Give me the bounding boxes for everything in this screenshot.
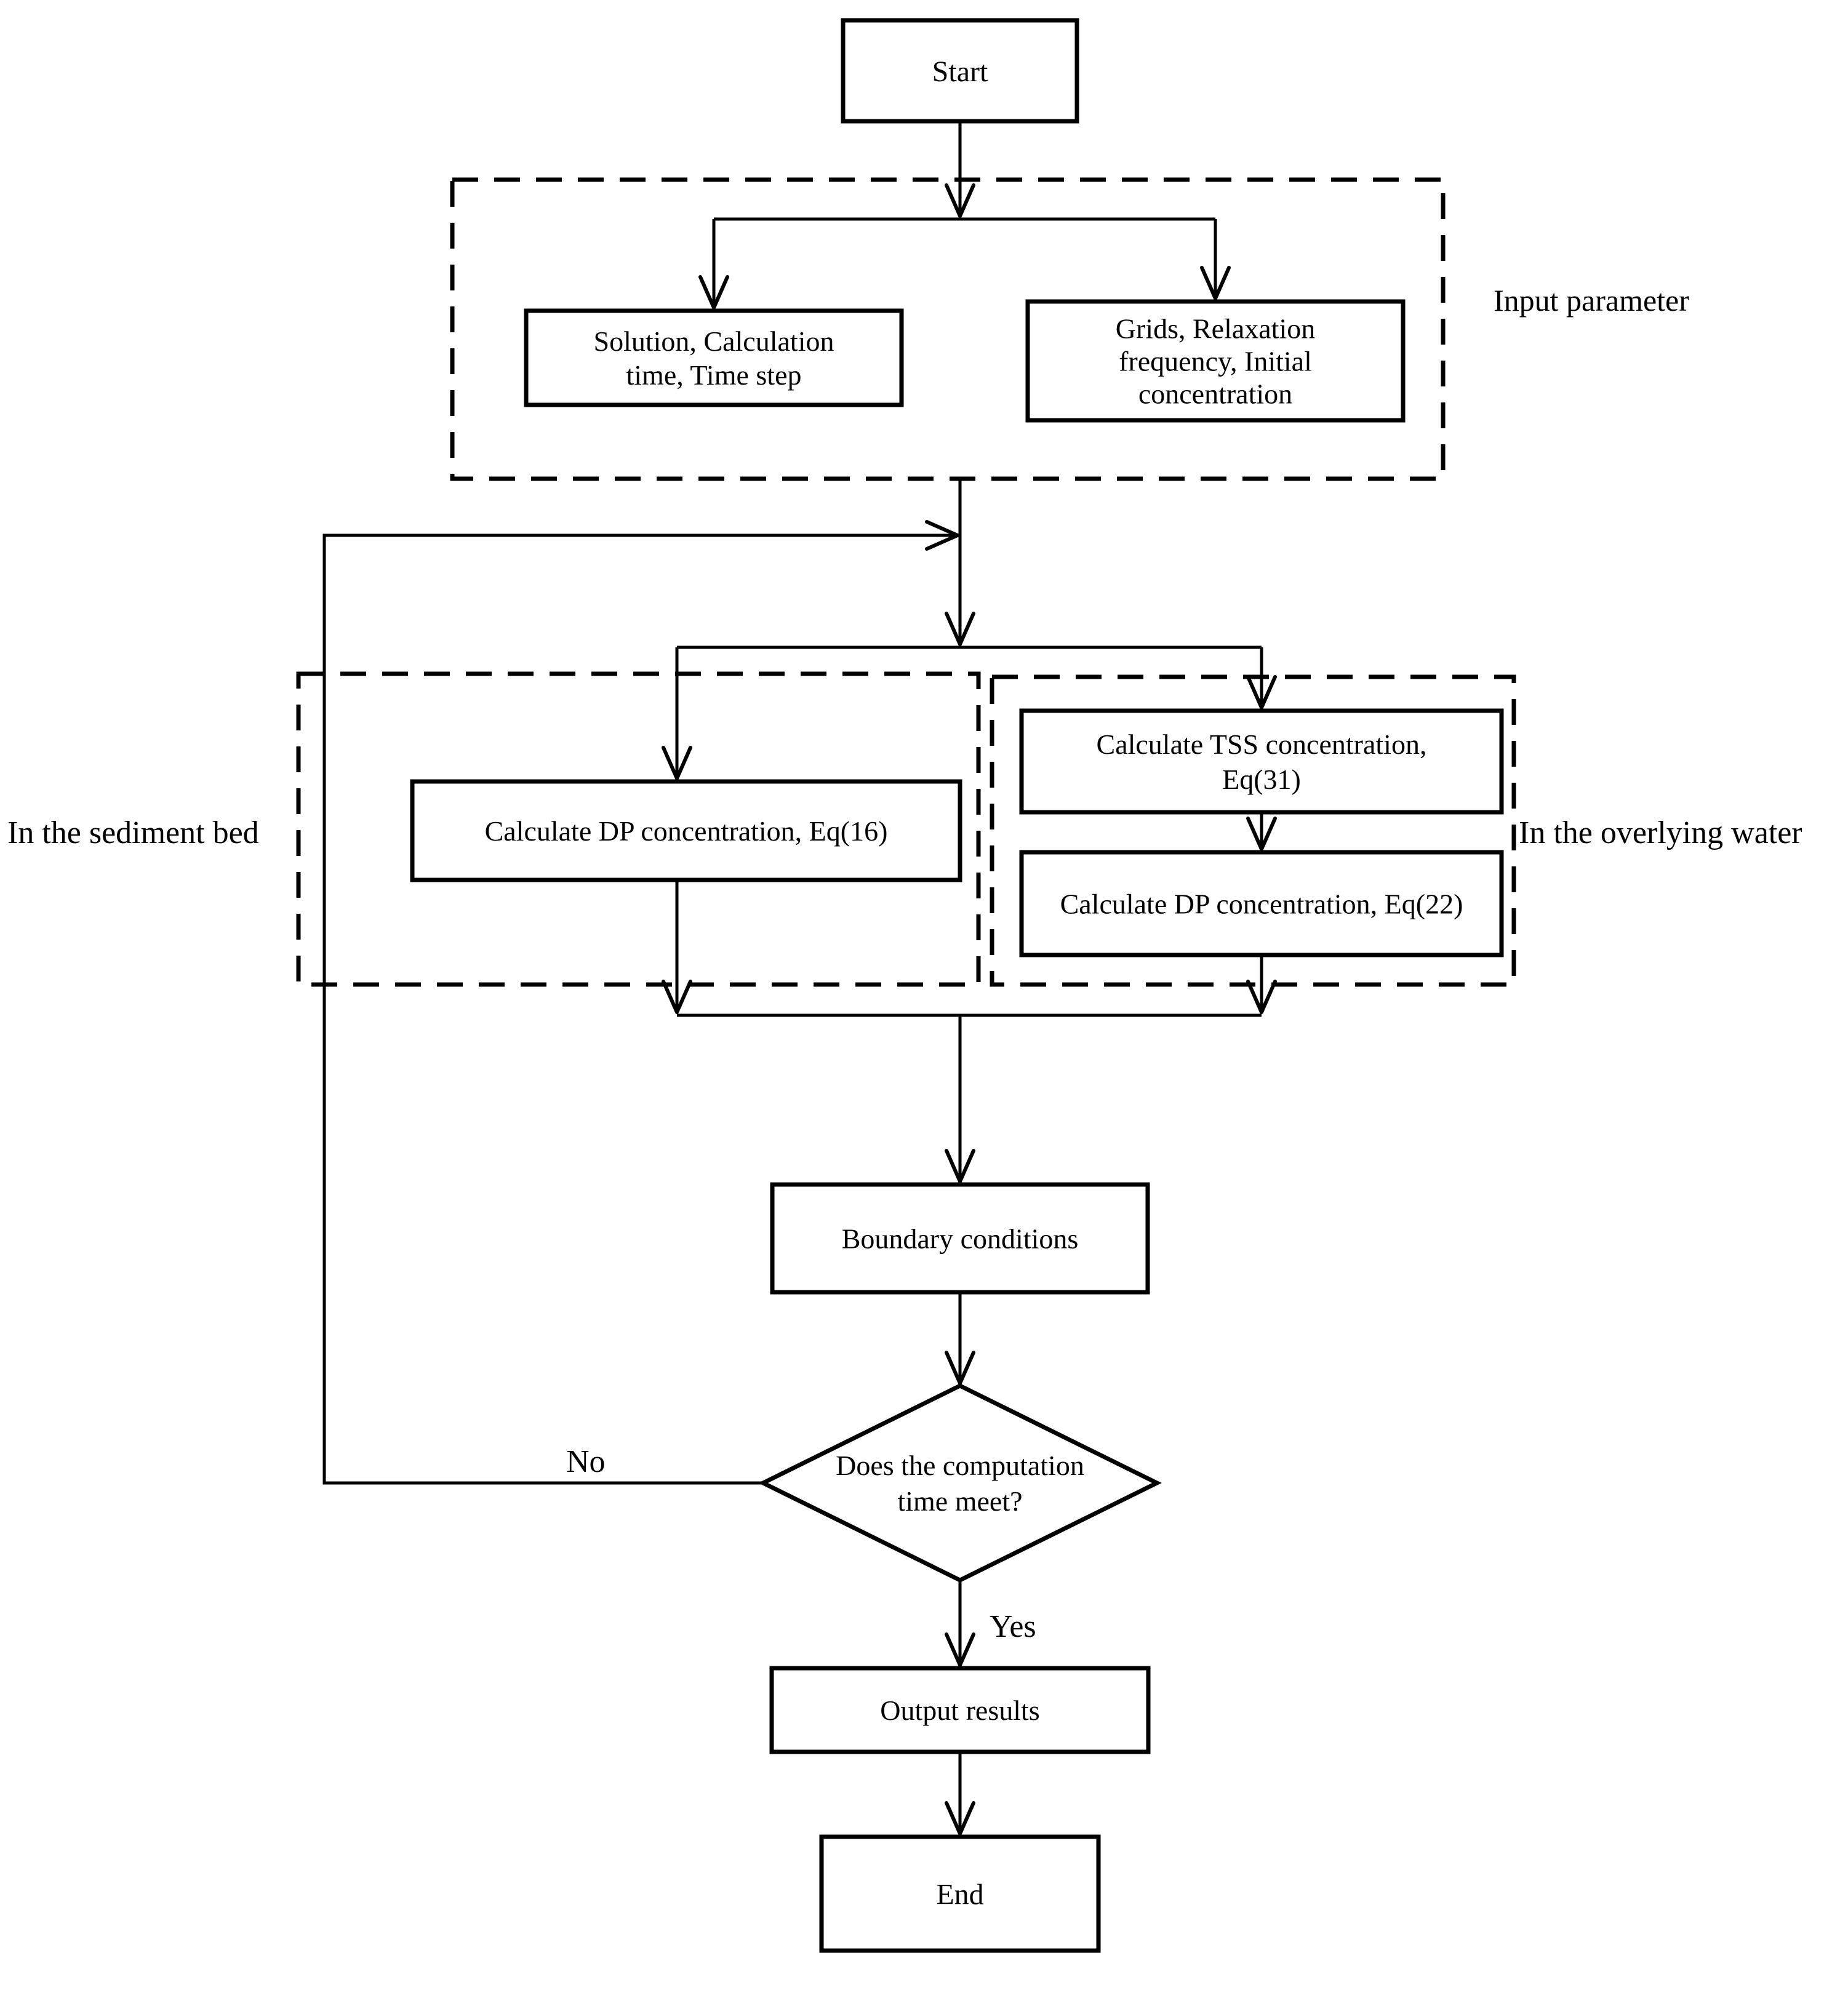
overlying-water-dashed-region <box>990 674 1516 987</box>
input-parameter-label: Input parameter <box>1494 283 1689 318</box>
yes-branch-label: Yes <box>990 1609 1036 1644</box>
start-node-label-line-1: Start <box>932 55 988 88</box>
edge-output-to-end-arrowhead <box>945 1801 975 1836</box>
calc-tss-node-label-line-2: Eq(31) <box>1222 764 1301 795</box>
calc-dp-sediment-node <box>410 779 962 882</box>
boundary-conditions-node <box>770 1182 1150 1295</box>
calc-dp-sediment-node-label-line-1: Calculate DP concentration, Eq(16) <box>485 815 888 847</box>
edge-start-to-input-arrowhead <box>945 183 975 218</box>
boundary-conditions-node-label-line-1: Boundary conditions <box>842 1223 1079 1255</box>
no-branch-label: No <box>566 1444 606 1479</box>
grids-params-node-label-line-3: concentration <box>1138 378 1292 410</box>
edge-split-to-tss-arrowhead <box>1246 675 1277 709</box>
calc-tss-node <box>1019 708 1504 815</box>
edge-yes-decision-to-output-arrowhead <box>945 1632 975 1667</box>
edge-eq22-to-merge-arrowhead <box>1246 980 1277 1014</box>
start-node <box>841 18 1079 124</box>
grids-params-node-label-line-1: Grids, Relaxation <box>1116 313 1316 345</box>
solution-params-node-label-line-1: Solution, Calculation <box>594 326 834 357</box>
time-check-decision-node <box>758 1383 1162 1583</box>
output-results-node-label-line-1: Output results <box>880 1695 1039 1726</box>
edge-split-to-solution-arrowhead <box>698 275 729 310</box>
sediment-bed-label: In the sediment bed <box>7 815 259 850</box>
edge-eq16-to-merge-arrowhead <box>662 980 692 1014</box>
grids-params-node <box>1025 299 1406 423</box>
edge-no-loop-back <box>322 533 955 1485</box>
calc-tss-node-label-line-1: Calculate TSS concentration, <box>1097 729 1427 760</box>
edge-split-to-grids-arrowhead <box>1200 266 1231 300</box>
output-results-node <box>769 1666 1151 1754</box>
edge-merge-to-boundary-arrowhead <box>945 1149 975 1183</box>
sediment-bed-dashed-region <box>296 671 981 987</box>
time-check-decision-node-label-line-1: Does the computation <box>836 1450 1084 1481</box>
grids-params-node-label-line-2: frequency, Initial <box>1119 346 1312 377</box>
calc-dp-water-node-label-line-1: Calculate DP concentration, Eq(22) <box>1060 889 1463 920</box>
solution-params-node-label-line-2: time, Time step <box>626 359 802 391</box>
edge-split-to-eq16-arrowhead <box>662 746 692 780</box>
edge-input-to-calc-arrowhead <box>945 612 975 646</box>
overlying-water-label: In the overlying water <box>1519 815 1802 850</box>
edge-boundary-to-decision-arrowhead <box>945 1351 975 1385</box>
end-node <box>819 1834 1101 1953</box>
calc-dp-water-node <box>1019 850 1504 957</box>
edge-no-loop-back-arrowhead <box>925 520 959 551</box>
time-check-decision-node-label-line-2: time meet? <box>897 1485 1022 1517</box>
input-parameter-dashed-region <box>450 177 1446 481</box>
solution-params-node <box>524 308 904 407</box>
edge-tss-to-eq22-arrowhead <box>1246 817 1277 851</box>
end-node-label-line-1: End <box>936 1878 983 1911</box>
